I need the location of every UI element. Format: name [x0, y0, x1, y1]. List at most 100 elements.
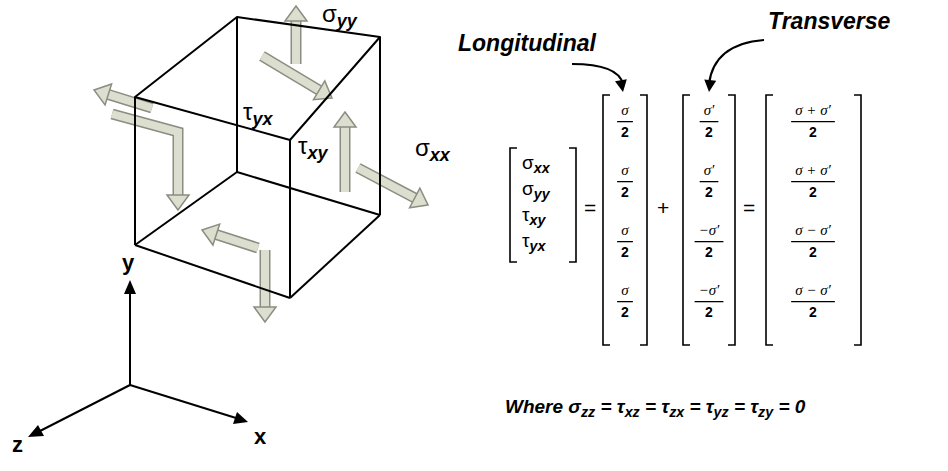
fraction-numerator: σ — [621, 282, 628, 299]
cube-edge — [289, 140, 291, 298]
arrow-shaft — [341, 126, 349, 192]
axis-label: x — [254, 424, 266, 449]
fraction-bar — [617, 241, 633, 242]
fraction-numerator: σ′ — [704, 162, 715, 179]
fraction-bar — [700, 181, 719, 182]
cube-edge — [135, 172, 237, 245]
fraction-numerator: −σ′ — [699, 282, 720, 299]
fraction-numerator: σ − σ′ — [795, 222, 831, 239]
cube-edge — [135, 245, 290, 298]
axis-label: y — [122, 250, 134, 275]
coordinate-axes — [28, 280, 248, 437]
arrow-shaft — [112, 114, 178, 196]
fraction-bar — [791, 241, 835, 242]
x-axis — [130, 385, 236, 418]
subscript: zy — [758, 404, 773, 420]
component-heading: Longitudinal — [458, 30, 596, 56]
cube-edge — [290, 215, 380, 298]
fraction-denominator: 2 — [705, 304, 713, 320]
fraction-denominator: 2 — [809, 124, 817, 140]
fraction-numerator: σ — [621, 162, 628, 179]
stress-label: τyx — [243, 98, 273, 130]
cube-edges — [135, 17, 380, 298]
axis-arrowhead — [28, 425, 44, 437]
fraction-denominator: 2 — [621, 184, 629, 200]
arrow-shaft — [358, 168, 416, 198]
arrow-shaft-outline — [112, 114, 178, 196]
axis-arrowhead — [124, 280, 136, 294]
stress-label: σyy — [322, 0, 357, 32]
fraction-denominator: 2 — [809, 304, 817, 320]
stress-label: τxy — [298, 132, 328, 164]
matrix-bracket — [854, 95, 861, 345]
subscript: yx — [252, 109, 272, 129]
pointer-arrow — [572, 64, 623, 84]
equals-sign: = — [743, 196, 755, 220]
component-heading: Transverse — [768, 8, 890, 34]
fraction-denominator: 2 — [621, 244, 629, 260]
plus-sign: + — [657, 196, 669, 220]
arrow-shaft-outline — [215, 234, 258, 248]
axis-arrowhead — [233, 412, 248, 424]
z-axis — [40, 385, 130, 431]
subscript: xz — [625, 404, 640, 420]
arrow-shaft-outline — [340, 126, 351, 192]
pointer-arrow — [709, 40, 764, 84]
fraction-denominator: 2 — [809, 184, 817, 200]
fraction-numerator: σ — [621, 102, 628, 119]
matrix-bracket — [603, 95, 610, 345]
fraction-numerator: σ + σ′ — [795, 162, 831, 179]
fraction-bar — [791, 301, 835, 302]
subscript: yz — [714, 404, 729, 420]
subscript: xx — [430, 145, 450, 165]
vector-entry: τyx — [522, 230, 545, 255]
axis-label: z — [12, 432, 23, 457]
arrow-head — [94, 84, 112, 105]
matrix-bracket — [640, 95, 647, 345]
fraction-denominator: 2 — [705, 244, 713, 260]
arrow-shaft — [215, 234, 258, 248]
fraction-bar — [617, 301, 633, 302]
arrow-shaft-outline — [262, 56, 320, 91]
fraction-bar — [791, 121, 835, 122]
matrix-bracket — [683, 95, 690, 345]
subscript: zx — [669, 404, 684, 420]
cube-edge — [379, 37, 381, 215]
arrow-head — [334, 112, 356, 127]
arrow-head — [202, 224, 220, 245]
fraction-numerator: σ − σ′ — [795, 282, 831, 299]
fraction-bar — [617, 181, 633, 182]
fraction-bar — [617, 121, 633, 122]
cube-edge — [134, 97, 136, 245]
fraction-bar — [791, 181, 835, 182]
stress-arrows — [94, 6, 428, 322]
arrow-shaft-outline — [358, 168, 416, 198]
arrow-shaft-outline — [260, 250, 271, 308]
subscript: xy — [307, 143, 327, 163]
subscript: zz — [581, 404, 595, 420]
fraction-denominator: 2 — [621, 124, 629, 140]
fraction-bar — [700, 121, 719, 122]
pointer-arrowhead — [615, 79, 627, 92]
matrix-bracket — [510, 148, 517, 262]
subscript: xy — [530, 212, 546, 228]
vector-entry: σxx — [522, 152, 550, 177]
matrix-bracket — [728, 95, 735, 345]
matrix-brackets — [510, 40, 861, 345]
fraction-numerator: σ — [621, 222, 628, 239]
matrix-bracket — [766, 95, 773, 345]
equals-sign: = — [584, 196, 596, 220]
subscript: yx — [530, 238, 546, 254]
vector-entry: σyy — [522, 178, 550, 203]
cube-edge — [237, 172, 380, 215]
matrix-bracket — [569, 148, 576, 262]
fraction-denominator: 2 — [809, 244, 817, 260]
cube-top-face — [135, 17, 380, 140]
fraction-numerator: −σ′ — [699, 222, 720, 239]
arrow-head — [254, 307, 276, 322]
vector-entry: τxy — [522, 204, 545, 229]
arrow-shaft — [107, 94, 152, 108]
arrow-shaft-outline — [107, 94, 152, 108]
condition-note: Where σzz = τxz = τzx = τyz = τzy = 0 — [505, 396, 805, 421]
